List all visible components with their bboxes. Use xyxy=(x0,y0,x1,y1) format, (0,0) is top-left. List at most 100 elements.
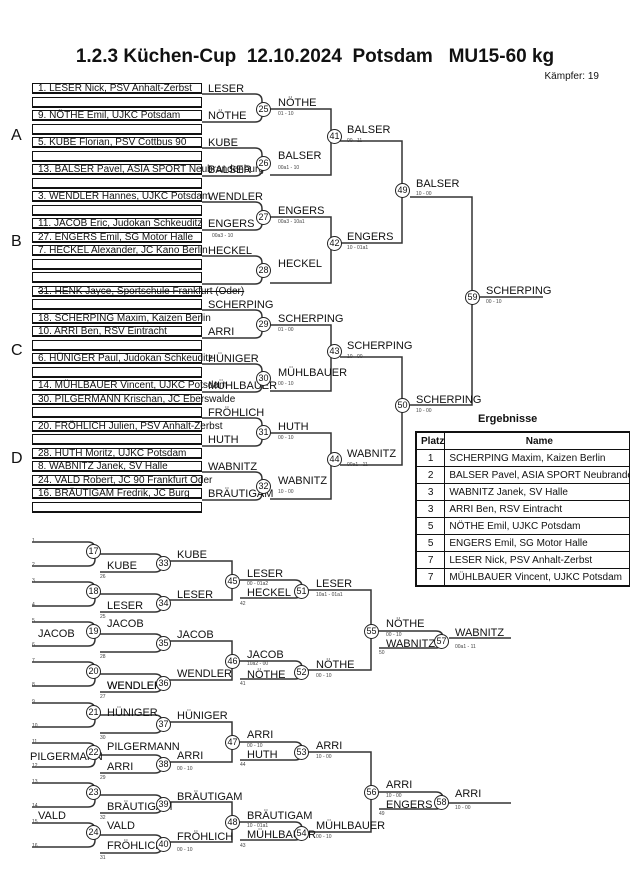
result-place: 3 xyxy=(415,500,446,518)
fighter-label: HUTH xyxy=(208,434,239,446)
fighter-label: SCHERPING xyxy=(278,313,344,325)
feed-match-number: 29 xyxy=(100,775,106,781)
match-number-circle: 53 xyxy=(294,745,309,760)
fighter-label: BRÄUTIGAM xyxy=(177,791,243,803)
draw-entry xyxy=(32,434,202,445)
result-name: WABNITZ Janek, SV Halle xyxy=(444,483,630,501)
draw-entry xyxy=(32,339,202,351)
match-number-circle: 18 xyxy=(86,584,101,599)
fighter-label: NÖTHE xyxy=(278,97,317,109)
match-number-circle: 49 xyxy=(395,183,410,198)
connector-42 xyxy=(270,216,332,284)
match-number-circle: 52 xyxy=(294,665,309,680)
fighter-label: ARRI xyxy=(455,788,482,800)
result-name: ARRI Ben, RSV Eintracht xyxy=(444,500,630,518)
seed-number: 2 xyxy=(32,562,35,568)
match-score: 01 - 00 xyxy=(278,327,294,333)
fighter-label: PILGERMANN xyxy=(107,741,180,753)
draw-entry: 24. VALD Robert, JC 90 Frankfurt Oder xyxy=(32,474,212,486)
col-place: Platz xyxy=(415,431,446,450)
match-score: 10 - 01a1 xyxy=(247,823,269,829)
match-number-circle: 22 xyxy=(86,745,101,760)
result-place: 2 xyxy=(415,466,446,484)
match-score: 00 - 01a2 xyxy=(247,581,269,587)
draw-entry: 5. KUBE Florian, PSV Cottbus 90 xyxy=(32,137,202,148)
fighter-label: JACOB xyxy=(38,628,75,640)
pool-label-a: A xyxy=(11,127,22,144)
fighter-label: SCHERPING xyxy=(486,285,552,297)
seed-number: 7 xyxy=(32,658,35,664)
fighter-label: ENGERS xyxy=(208,218,255,230)
fighter-label: BALSER xyxy=(208,164,252,176)
match-number-circle: 21 xyxy=(86,705,101,720)
match-number-circle: 29 xyxy=(256,317,271,332)
fighter-label: KUBE xyxy=(208,137,238,149)
fighter-label: HÜNIGER xyxy=(177,710,228,722)
pool-label-d: D xyxy=(11,450,23,467)
fighter-label: HECKEL xyxy=(208,245,253,257)
match-number-circle: 38 xyxy=(156,757,171,772)
feed-match-number: 41 xyxy=(240,681,246,687)
seed-number: 9 xyxy=(32,699,35,705)
fighter-label: SCHERPING xyxy=(208,299,274,311)
match-number-circle: 50 xyxy=(395,398,410,413)
fighter-label: ARRI xyxy=(247,729,274,741)
draw-entry: 7. HECKEL Alexander, JC Kano Berlin xyxy=(32,245,208,256)
draw-entry: 16. BRÄUTIGAM Fredrik, JC Burg xyxy=(32,488,202,499)
connector-35a xyxy=(100,633,163,653)
match-number-circle: 31 xyxy=(256,425,271,440)
match-score: 00a3 - 10a1 xyxy=(278,219,305,225)
fighter-label: KUBE xyxy=(177,549,207,561)
draw-entry: 1. LESER Nick, PSV Anhalt-Zerbst xyxy=(32,83,202,94)
feed-match-number: 26 xyxy=(100,574,106,580)
fighter-label: HUTH xyxy=(247,749,278,761)
match-score: 10a1 - 01a1 xyxy=(316,592,343,598)
match-score: 00a1 - 10 xyxy=(278,165,300,171)
match-score: 01 - 10 xyxy=(278,111,294,117)
match-number-circle: 17 xyxy=(86,544,101,559)
match-number-circle: 32 xyxy=(256,479,271,494)
match-number-circle: 59 xyxy=(465,290,480,305)
fighter-label: ARRI xyxy=(386,779,413,791)
draw-entry xyxy=(32,177,202,189)
draw-entry: 14. MÜHLBAUER Vincent, UJKC Potsdam xyxy=(32,380,227,391)
match-score: 00 - 10 xyxy=(386,632,402,638)
draw-entry xyxy=(32,123,202,135)
match-score: 10 - 00 xyxy=(386,793,402,799)
draw-entry: 11. JACOB Eric, Judokan Schkeuditz xyxy=(32,218,202,229)
seed-number: 6 xyxy=(32,642,35,648)
match-score: 00a1 - 11 xyxy=(455,644,476,650)
fighter-label: WABNITZ xyxy=(278,475,328,487)
fighter-label: VALD xyxy=(38,810,66,822)
match-number-circle: 51 xyxy=(294,584,309,599)
match-number-circle: 54 xyxy=(294,826,309,841)
connector-49 xyxy=(340,140,403,244)
seed-number: 16 xyxy=(32,843,38,849)
match-number-circle: 56 xyxy=(364,785,379,800)
col-name: Name xyxy=(444,431,630,450)
page-title: 1.2.3 Küchen-Cup 12.10.2024 Potsdam MU15… xyxy=(75,46,555,67)
match-score: 00 - 11 xyxy=(347,138,363,144)
feed-match-number: 31 xyxy=(100,855,106,861)
fighter-label: LESER xyxy=(107,600,144,612)
match-score: 10 - 00 xyxy=(416,191,432,197)
pool-label-c: C xyxy=(11,342,23,359)
fighter-label: WABNITZ xyxy=(455,627,505,639)
fighter-label: JACOB xyxy=(177,629,214,641)
match-score: 00 - 10 xyxy=(486,299,502,305)
fighter-label: NÖTHE xyxy=(316,659,355,671)
fighter-label: FRÖHLICH xyxy=(107,840,164,852)
match-score: 00a1 - 11 xyxy=(347,462,368,468)
match-score: 00 - 10 xyxy=(316,673,332,679)
match-number-circle: 23 xyxy=(86,785,101,800)
fighter-label: WENDLER xyxy=(107,680,163,692)
seed-number: 15 xyxy=(32,819,38,825)
seed-number: 1 xyxy=(32,538,35,544)
connector-59 xyxy=(410,196,473,406)
draw-entry: 30. PILGERMANN Krischan, JC Eberswalde xyxy=(32,393,235,405)
draw-entry xyxy=(32,407,202,418)
match-number-circle: 26 xyxy=(256,156,271,171)
pool-label-b: B xyxy=(11,233,22,250)
